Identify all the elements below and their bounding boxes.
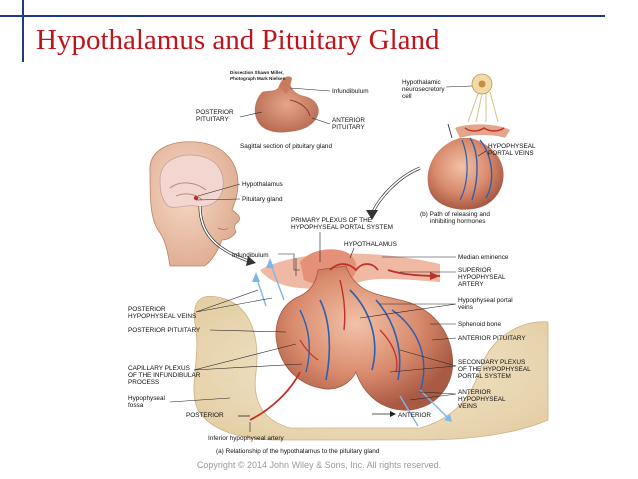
label-neuro-cell-2: neurosecretory [402,86,445,93]
label-capillary-1: CAPILLARY PLEXUS [128,365,190,372]
copyright-notice: Copyright © 2014 John Wiley & Sons, Inc.… [196,460,442,470]
zoom-arrow-head [246,256,256,266]
leader-hypothalamus-head [197,183,241,197]
label-secondary-plexus-1: SECONDARY PLEXUS [458,359,525,366]
label-anterior-veins-2: HYPOPHYSEAL [458,396,506,403]
label-anterior-dir: ANTERIOR [398,412,431,419]
label-anterior-veins-1: ANTERIOR [458,389,491,396]
blue-flow-arrows [252,258,452,427]
label-caption-b-2: inhibiting hormones [430,218,485,225]
label-anterior-pituitary-main: ANTERIOR PITUITARY [458,335,526,342]
label-neuro-cell-3: cell [402,93,412,100]
sagittal-photo [254,76,319,133]
label-pituitary-head: Pituitary gland [242,196,283,203]
label-neuro-cell-1: Hypothalamic [402,79,442,86]
label-anterior-pituitary-photo-2: PITUITARY [332,124,366,131]
leader-neuro-cell [445,85,473,88]
label-caption-b-1: (b) Path of releasing and [420,211,490,218]
label-anterior-pituitary-photo-1: ANTERIOR [332,117,365,124]
zoom-arrow-b [370,166,421,215]
label-posterior-pituitary-photo-1: POSTERIOR [196,109,234,116]
leader-posterior-photo [239,111,263,118]
main-gland [249,263,454,421]
credit-line-2: Photograph Mark Nielsen [230,76,286,81]
leader-infundibulum-photo [289,87,331,92]
slide-title: Hypothalamus and Pituitary Gland [36,24,440,56]
label-portal-veins-b-2: PORTAL VEINS [488,150,534,157]
label-fossa-1: Hypophyseal [128,395,165,402]
label-sagittal-caption: Sagittal section of pituitary gland [240,143,332,150]
label-fossa-2: fossa [128,402,144,409]
neurosecretory-cell [467,73,499,123]
label-anterior-veins-3: VEINS [458,403,477,410]
label-superior-artery-1: SUPERIOR [458,267,492,274]
label-hypothalamus-main: HYPOTHALAMUS [344,241,397,248]
label-infundibulum-main: Infundibulum [232,252,269,259]
label-primary-plexus-1: PRIMARY PLEXUS OF THE [291,217,372,224]
title-rule [0,15,605,17]
label-capillary-2: OF THE INFUNDIBULAR [128,372,201,379]
label-secondary-plexus-2: OF THE HYPOPHYSEAL [458,366,531,373]
leader-portal-veins-b [477,150,487,157]
label-superior-artery-3: ARTERY [458,281,484,288]
label-portal-veins-a-2: veins [458,304,473,311]
label-capillary-3: PROCESS [128,379,159,386]
title-side-rule [22,0,24,62]
leader-infundibulum-main [278,253,300,271]
label-portal-veins-b-1: HYPOPHYSEAL [488,143,536,150]
label-secondary-plexus-3: PORTAL SYSTEM [458,373,511,380]
label-infundibulum-photo: Infundibulum [332,88,369,95]
head-profile [149,141,240,267]
label-posterior-pituitary-photo-2: PITUITARY [196,116,230,123]
label-caption-a: (a) Relationship of the hypothalamus to … [216,448,380,455]
label-portal-veins-a-1: Hypophyseal portal [458,297,513,304]
credit-line-1: Dissection Shawn Miller, [230,70,284,75]
label-sphenoid: Sphenoid bone [458,321,501,328]
leader-pituitary-head [195,198,241,201]
label-primary-plexus-2: HYPOPHYSEAL PORTAL SYSTEM [291,224,393,231]
leader-anterior-photo [311,117,331,125]
label-inferior-artery: Inferior hypophyseal artery [208,435,284,442]
small-gland-b [427,123,510,210]
sphenoid-bone [193,295,549,441]
label-posterior-veins-1: POSTERIOR [128,306,166,313]
label-median-eminence: Median eminence [458,254,509,261]
label-posterior-veins-2: HYPOPHYSEAL VEINS [128,313,196,320]
label-hypothalamus-head: Hypothalamus [242,181,283,188]
label-superior-artery-2: HYPOPHYSEAL [458,274,506,281]
label-posterior-pituitary-main: POSTERIOR PITUITARY [128,327,201,334]
label-posterior-dir: POSTERIOR [186,412,224,419]
